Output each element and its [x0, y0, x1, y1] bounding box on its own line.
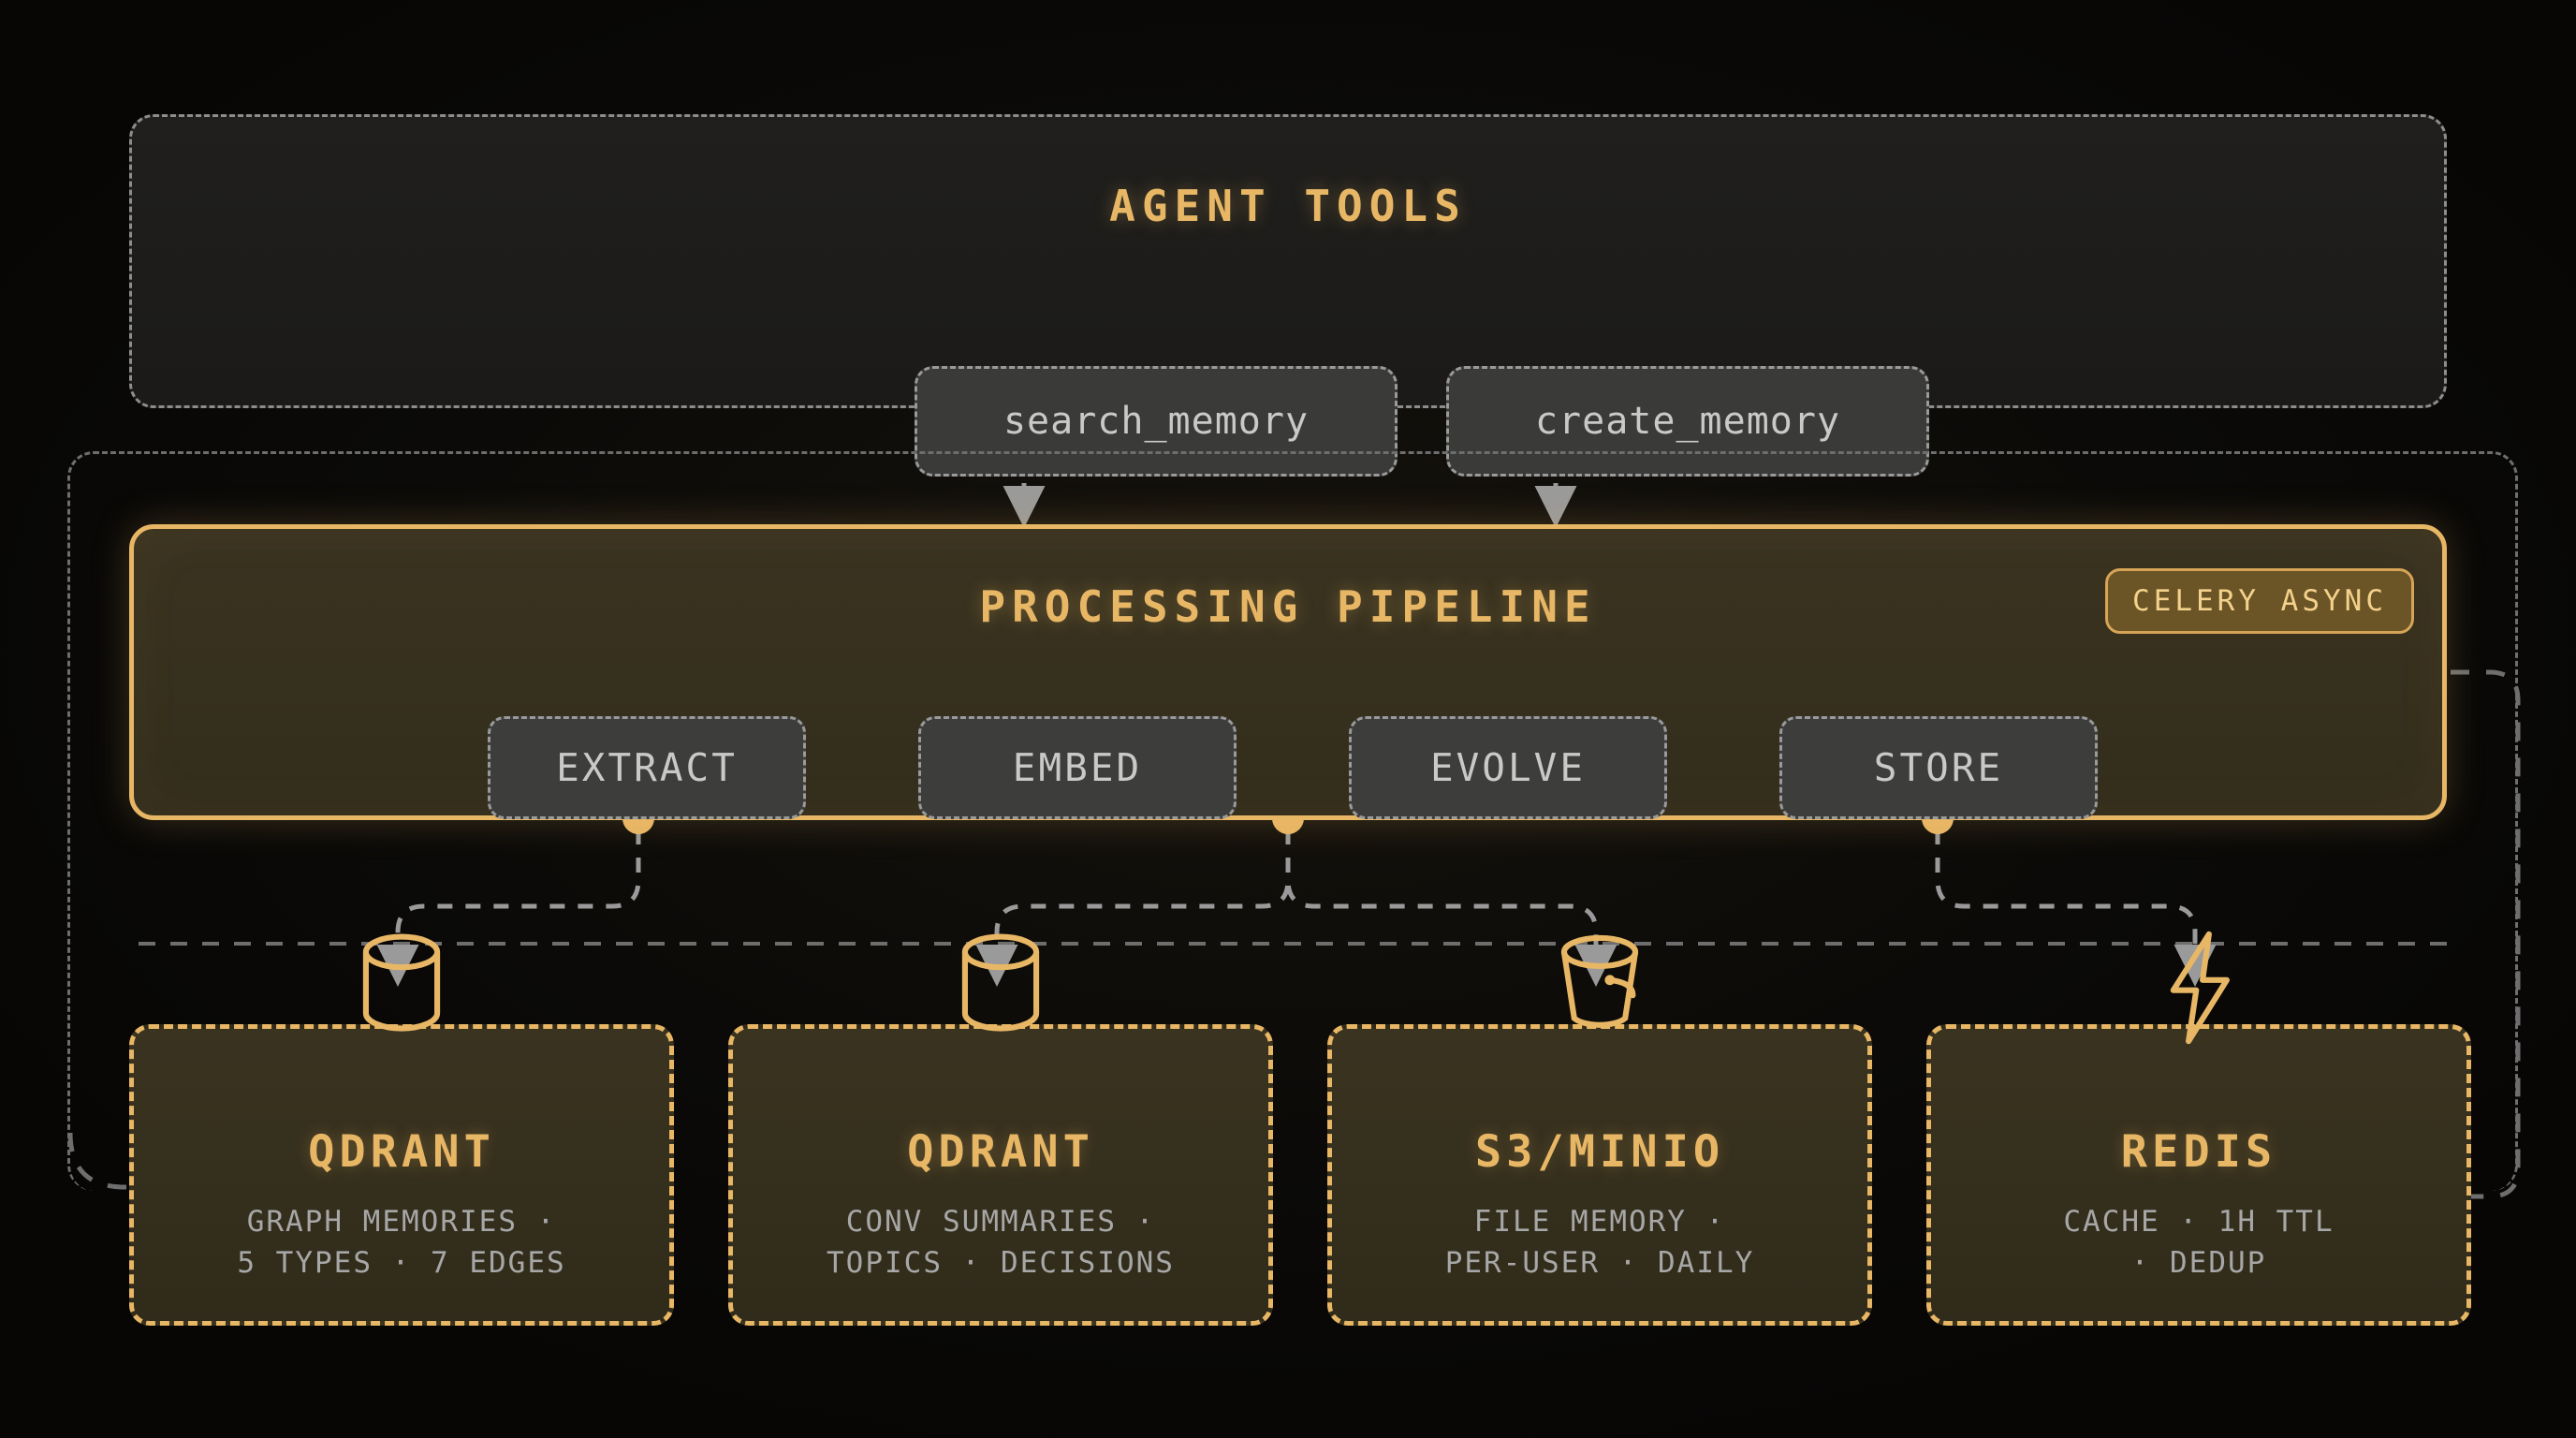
storage-card-desc-line1: CACHE · 1H TTL — [2063, 1205, 2334, 1239]
lightning-bolt-icon — [2170, 931, 2230, 1045]
storage-card-desc-line1: CONV SUMMARIES · — [845, 1205, 1156, 1239]
pipeline-stage-store-label: STORE — [1873, 745, 2004, 790]
tool-search-memory-label: search_memory — [1003, 400, 1310, 443]
storage-card-description: CONV SUMMARIES · TOPICS · DECISIONS — [746, 1201, 1255, 1284]
database-cylinder-icon — [961, 933, 1040, 1032]
storage-card-description: FILE MEMORY · PER-USER · DAILY — [1345, 1201, 1854, 1284]
storage-card-desc-line1: FILE MEMORY · — [1473, 1205, 1726, 1239]
storage-card-s3-minio[interactable]: S3/MINIO FILE MEMORY · PER-USER · DAILY — [1327, 934, 1872, 1326]
pipeline-stage-evolve[interactable]: EVOLVE — [1349, 716, 1667, 819]
pipeline-stage-evolve-label: EVOLVE — [1429, 745, 1587, 790]
agent-tools-title: AGENT TOOLS — [1109, 181, 1467, 231]
tool-create-memory-label: create_memory — [1534, 400, 1841, 443]
storage-card-description: GRAPH MEMORIES · 5 TYPES · 7 EDGES — [147, 1201, 656, 1284]
storage-card-title: QDRANT — [308, 1126, 495, 1178]
tool-search-memory[interactable]: search_memory — [915, 366, 1398, 477]
storage-card-qdrant-conversations[interactable]: QDRANT CONV SUMMARIES · TOPICS · DECISIO… — [728, 933, 1273, 1326]
pipeline-stage-extract-label: EXTRACT — [556, 745, 738, 790]
database-cylinder-icon — [362, 933, 441, 1032]
pipeline-stage-store[interactable]: STORE — [1779, 716, 2098, 819]
pipeline-title: PROCESSING PIPELINE — [979, 581, 1597, 632]
storage-card-title: S3/MINIO — [1474, 1126, 1725, 1178]
storage-card-description: CACHE · 1H TTL · DEDUP — [1944, 1201, 2453, 1284]
storage-card-desc-line1: GRAPH MEMORIES · — [246, 1205, 557, 1239]
storage-card-title: REDIS — [2120, 1126, 2277, 1178]
storage-card-desc-line2: 5 TYPES · 7 EDGES — [237, 1246, 566, 1281]
agent-tools-panel: AGENT TOOLS search_memory create_memory — [129, 114, 2447, 477]
storage-card-desc-line2: · DEDUP — [2130, 1246, 2267, 1281]
memory-subsystem-boundary — [67, 451, 2518, 1191]
storage-card-title: QDRANT — [907, 1126, 1094, 1178]
pipeline-stage-extract[interactable]: EXTRACT — [488, 716, 806, 819]
bucket-icon — [1560, 934, 1639, 1028]
processing-pipeline-panel: PROCESSING PIPELINE CELERY ASYNC EXTRACT… — [129, 524, 2447, 820]
celery-async-badge: CELERY ASYNC — [2105, 568, 2414, 634]
pipeline-stage-embed-label: EMBED — [1012, 745, 1143, 790]
storage-card-desc-line2: PER-USER · DAILY — [1444, 1246, 1755, 1281]
storage-card-qdrant-graph[interactable]: QDRANT GRAPH MEMORIES · 5 TYPES · 7 EDGE… — [129, 933, 674, 1326]
storage-card-desc-line2: TOPICS · DECISIONS — [827, 1246, 1175, 1281]
storage-card-redis[interactable]: REDIS CACHE · 1H TTL · DEDUP — [1926, 931, 2471, 1326]
pipeline-stage-embed[interactable]: EMBED — [918, 716, 1237, 819]
tool-create-memory[interactable]: create_memory — [1446, 366, 1929, 477]
